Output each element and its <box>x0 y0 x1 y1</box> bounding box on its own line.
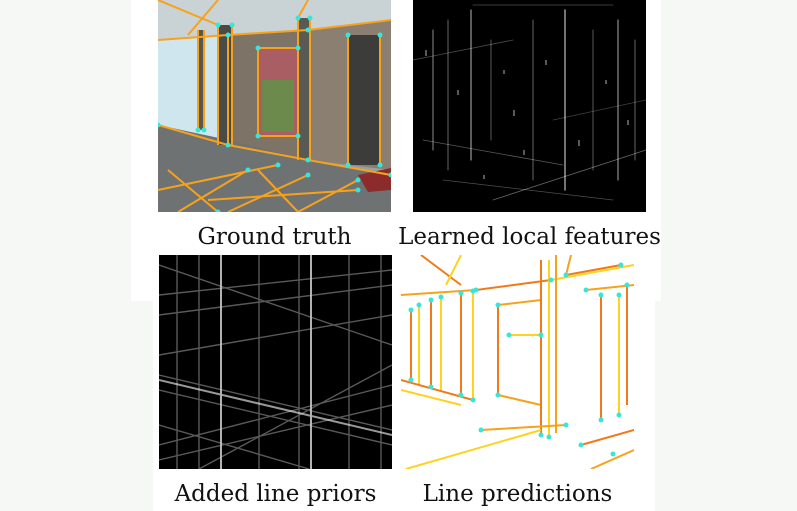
ground-truth-image <box>158 0 391 212</box>
added-line-priors-image <box>159 255 392 469</box>
line-predictions-image <box>401 255 634 469</box>
caption-line-predictions: Line predictions <box>422 481 613 507</box>
caption-learned-local-features: Learned local features <box>398 224 661 250</box>
learned-local-features-image <box>413 0 646 212</box>
caption-ground-truth: Ground truth <box>197 224 352 250</box>
caption-added-line-priors: Added line priors <box>174 481 377 507</box>
